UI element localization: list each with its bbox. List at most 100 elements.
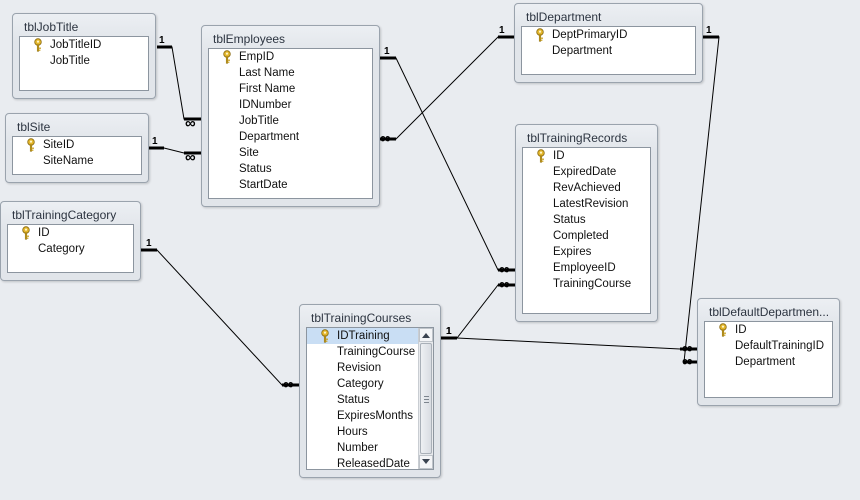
relationship-line[interactable] [380,57,515,271]
field-trainingcourse[interactable]: TrainingCourse [307,344,418,360]
field-list[interactable]: DeptPrimaryID Department [521,26,696,75]
relationship-from-label: ∞ [380,130,391,147]
field-siteid[interactable]: SiteID [13,137,141,153]
table-title[interactable]: tblTrainingCategory [12,208,117,222]
field-site[interactable]: Site [209,145,372,161]
field-revachieved[interactable]: RevAchieved [523,180,650,196]
relationship-line[interactable] [380,36,514,140]
table-title[interactable]: tblJobTitle [24,20,79,34]
field-name: ID [38,227,50,239]
field-name: TrainingCourse [337,346,416,358]
relationship-line[interactable] [441,337,697,350]
field-name: DefaultTrainingID [735,340,825,352]
field-name: Hours [337,426,368,438]
field-name: Site [239,147,259,159]
field-list[interactable]: JobTitleID JobTitle [19,36,149,91]
field-department[interactable]: Department [522,43,695,59]
relationship-line[interactable] [157,46,201,120]
relationship-from-label: 1 [706,25,712,36]
field-name: TrainingCourse [553,278,632,290]
field-deptprimaryid[interactable]: DeptPrimaryID [522,27,695,43]
field-name: Category [38,243,85,255]
field-empid[interactable]: EmpID [209,49,372,65]
field-list[interactable]: ID Category [7,224,134,273]
primary-key-icon [33,38,43,52]
field-category[interactable]: Category [307,376,418,392]
table-title[interactable]: tblTrainingCourses [311,311,412,325]
field-releaseddate[interactable]: ReleasedDate [307,456,418,469]
field-idtraining[interactable]: IDTraining [307,328,418,344]
field-list[interactable]: ID DefaultTrainingID Department [704,321,833,398]
field-status[interactable]: Status [523,212,650,228]
field-jobtitleid[interactable]: JobTitleID [20,37,148,53]
arrow-down-icon [422,459,430,464]
relationship-from-label: 1 [152,136,158,147]
scroll-thumb[interactable] [420,343,432,454]
scroll-down-button[interactable] [419,455,433,469]
table-tblDefaultDepartment[interactable]: tblDefaultDepartmen... ID DefaultTrainingI… [697,298,840,406]
field-name: Status [553,214,586,226]
field-jobtitle[interactable]: JobTitle [209,113,372,129]
field-sitename[interactable]: SiteName [13,153,141,169]
field-idnumber[interactable]: IDNumber [209,97,372,113]
field-department[interactable]: Department [209,129,372,145]
relationship-to-label: ∞ [283,376,294,393]
field-first-name[interactable]: First Name [209,81,372,97]
field-category[interactable]: Category [8,241,133,257]
relationship-line[interactable] [141,249,299,386]
field-status[interactable]: Status [307,392,418,408]
field-completed[interactable]: Completed [523,228,650,244]
primary-key-icon [535,28,545,42]
field-name: Department [552,45,613,57]
field-status[interactable]: Status [209,161,372,177]
relationship-to-label: ∞ [499,261,510,278]
primary-key-icon [536,149,546,163]
table-title[interactable]: tblEmployees [213,32,286,46]
field-name: Revision [337,362,382,374]
field-hours[interactable]: Hours [307,424,418,440]
field-expiresmonths[interactable]: ExpiresMonths [307,408,418,424]
scroll-up-button[interactable] [419,328,433,342]
field-employeeid[interactable]: EmployeeID [523,260,650,276]
table-title[interactable]: tblDepartment [526,10,602,24]
field-expireddate[interactable]: ExpiredDate [523,164,650,180]
field-name: EmpID [239,51,275,63]
field-number[interactable]: Number [307,440,418,456]
relationship-from-label: 1 [446,326,452,337]
table-title[interactable]: tblTrainingRecords [527,131,628,145]
primary-key-icon [26,138,36,152]
field-name: Status [337,394,370,406]
field-revision[interactable]: Revision [307,360,418,376]
field-latestrevision[interactable]: LatestRevision [523,196,650,212]
field-department[interactable]: Department [705,354,832,370]
field-last-name[interactable]: Last Name [209,65,372,81]
field-jobtitle[interactable]: JobTitle [20,53,148,69]
relationship-to-label: 1 [499,25,505,36]
field-id[interactable]: ID [8,225,133,241]
field-name: First Name [239,83,296,95]
field-name: ExpiredDate [553,166,617,178]
field-defaulttrainingid[interactable]: DefaultTrainingID [705,338,832,354]
table-title[interactable]: tblSite [17,120,51,134]
field-id[interactable]: ID [705,322,832,338]
field-name: Department [735,356,796,368]
vertical-scrollbar[interactable] [418,328,433,469]
table-title[interactable]: tblDefaultDepartmen... [709,305,830,319]
field-expires[interactable]: Expires [523,244,650,260]
field-startdate[interactable]: StartDate [209,177,372,193]
field-id[interactable]: ID [523,148,650,164]
field-trainingcourse[interactable]: TrainingCourse [523,276,650,292]
field-name: JobTitle [50,55,90,67]
